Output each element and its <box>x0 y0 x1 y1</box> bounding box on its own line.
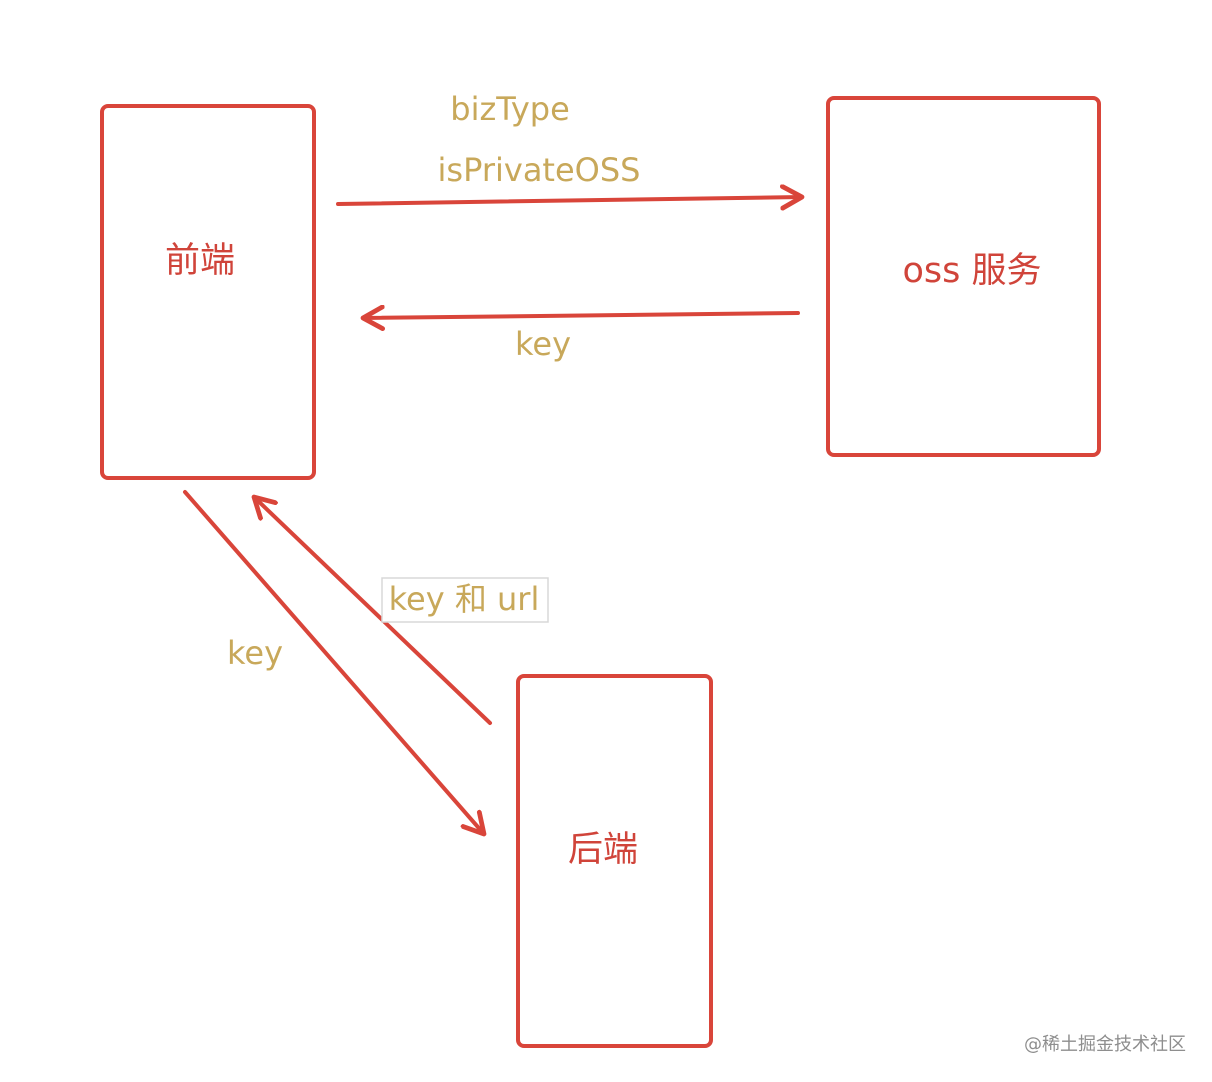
edge-label-key-and-url: key 和 url <box>389 580 540 618</box>
edge-label-isprivateoss: isPrivateOSS <box>438 151 641 189</box>
node-oss-label: oss 服务 <box>902 251 1041 291</box>
node-oss: oss 服务 <box>826 96 1101 457</box>
node-backend: 后端 <box>516 674 713 1048</box>
edge-oss-to-frontend <box>363 313 800 318</box>
node-frontend-box <box>100 104 316 480</box>
watermark: @稀土掘金技术社区 <box>1024 1034 1186 1055</box>
node-backend-label: 后端 <box>568 830 638 870</box>
node-frontend: 前端 <box>100 104 316 480</box>
edge-label-key-to-backend: key <box>227 634 283 672</box>
edge-label-box-key-and-url <box>381 577 549 623</box>
node-oss-box <box>826 96 1101 457</box>
edge-frontend-to-oss <box>336 197 802 204</box>
edge-label-key-from-oss: key <box>515 325 571 363</box>
edge-backend-to-frontend <box>254 497 492 725</box>
edge-frontend-to-backend <box>183 490 484 834</box>
node-frontend-label: 前端 <box>165 241 235 281</box>
edge-label-biztype: bizType <box>450 90 570 128</box>
node-backend-box <box>516 674 713 1048</box>
